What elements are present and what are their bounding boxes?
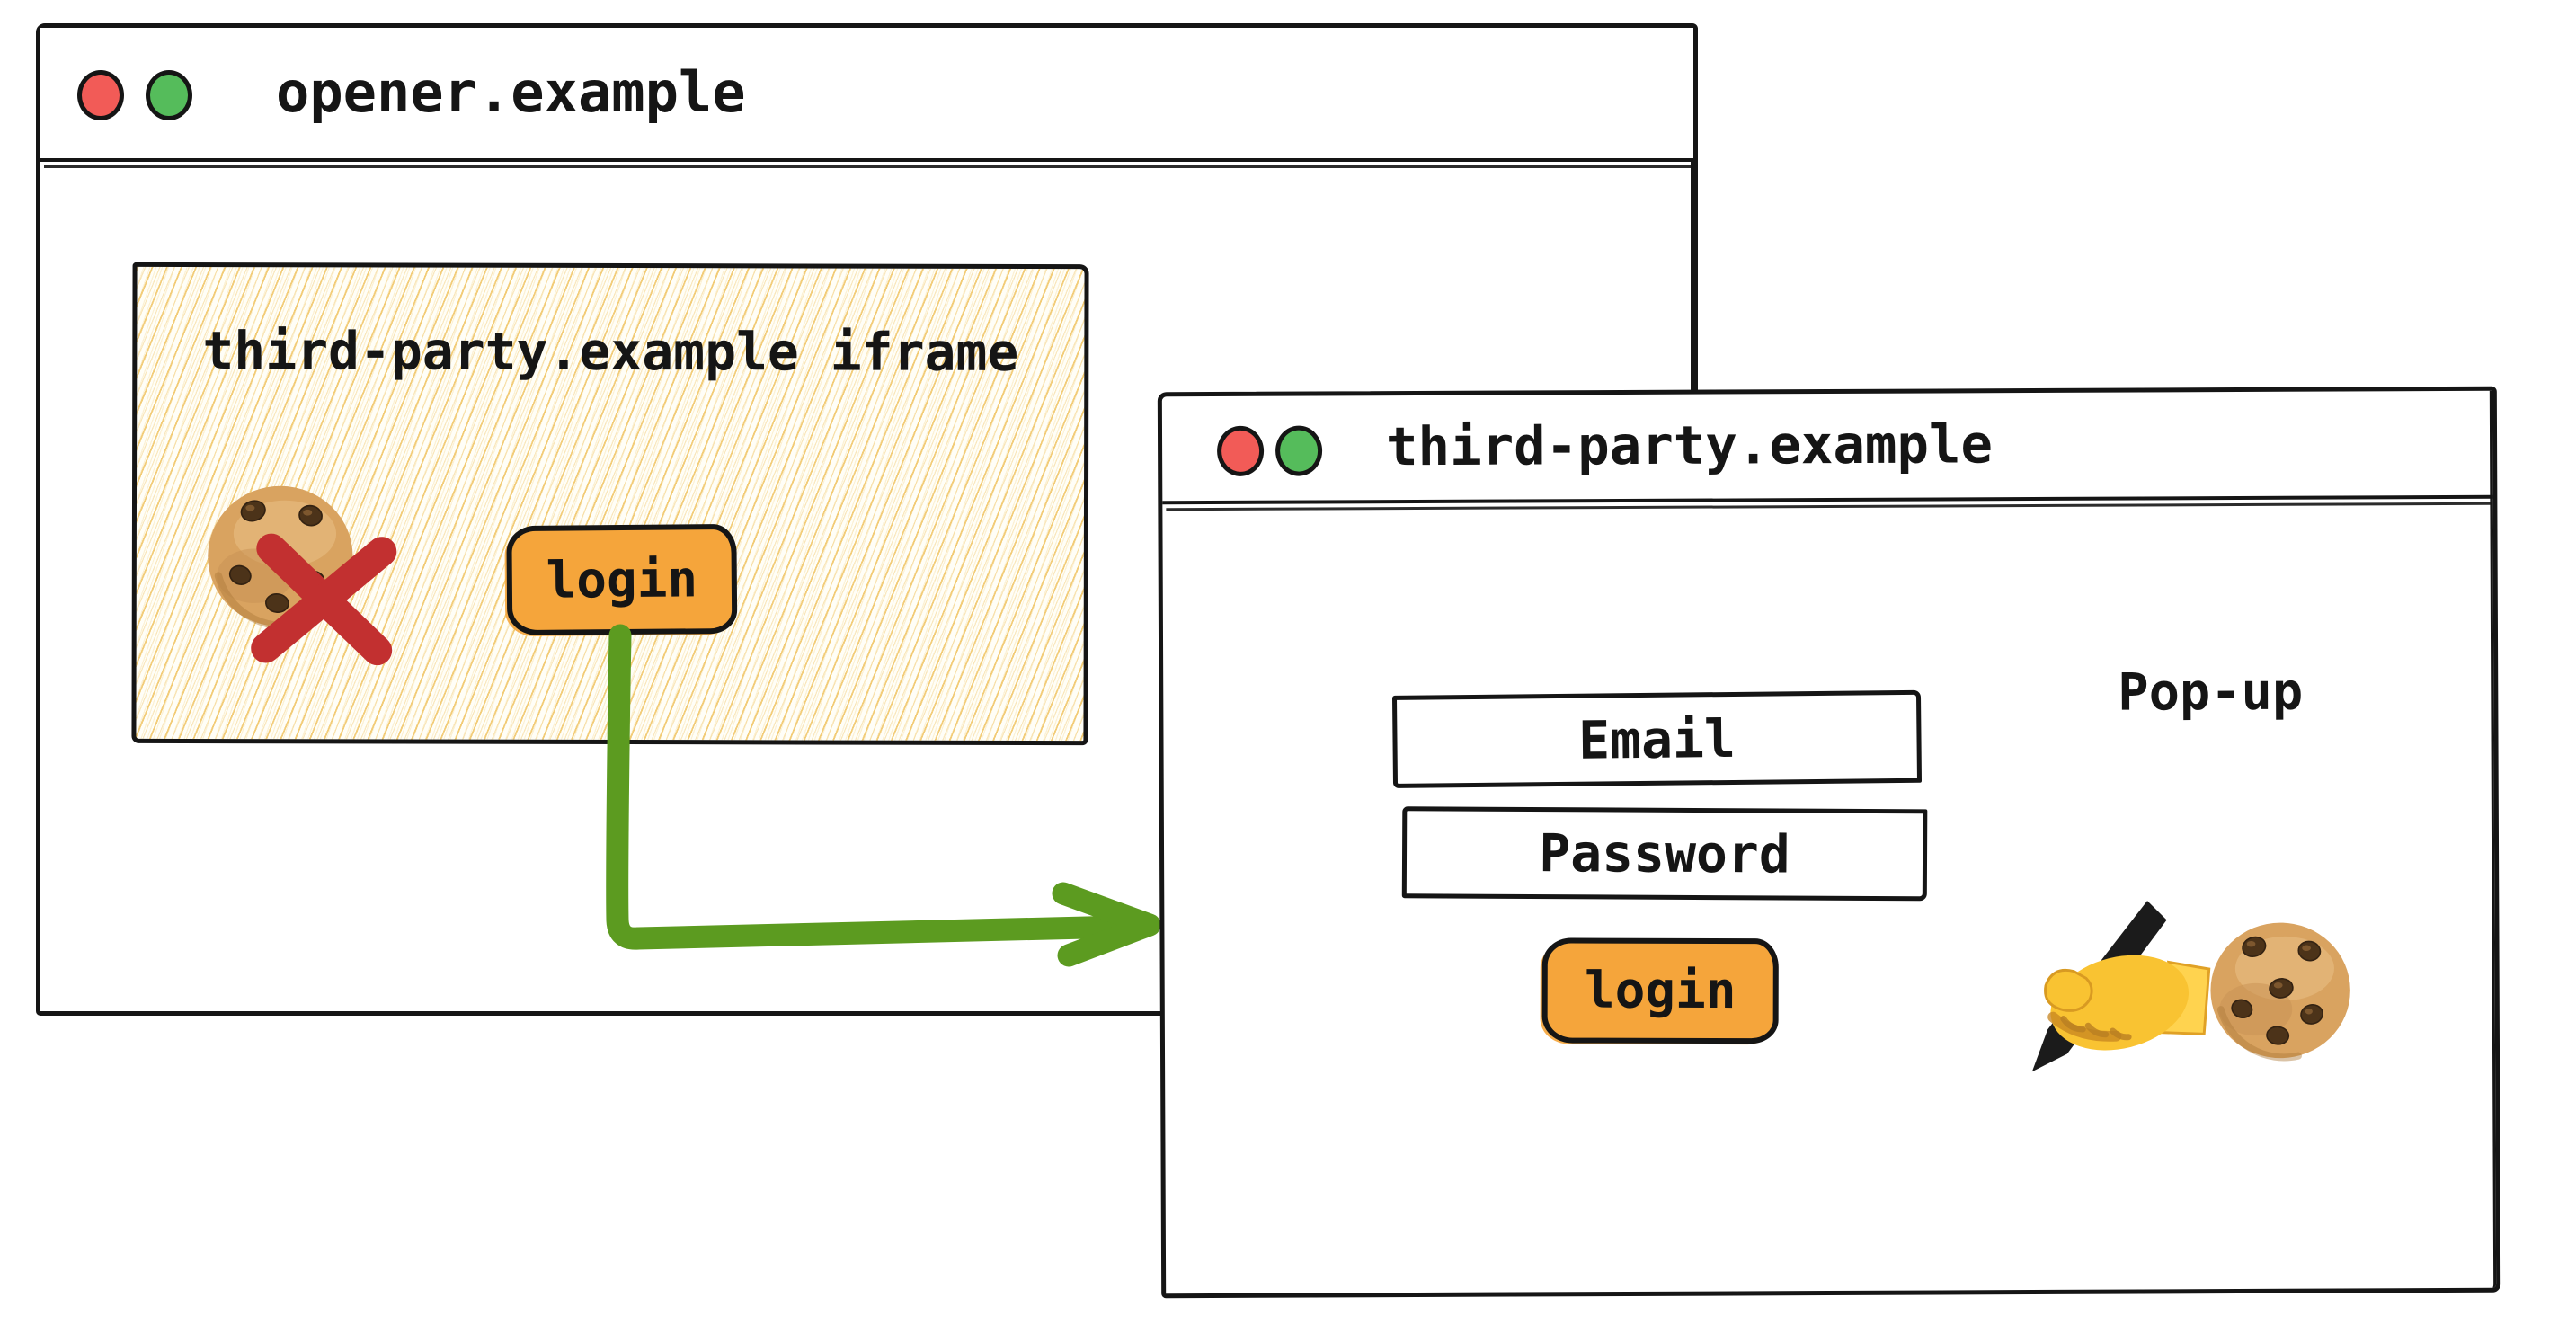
popup-titlebar: third-party.example (1161, 390, 2493, 505)
popup-label: Pop-up (2118, 662, 2304, 723)
iframe-login-button[interactable]: login (506, 523, 738, 636)
email-field[interactable]: Email (1391, 689, 1923, 788)
maximize-window-icon[interactable] (146, 70, 192, 120)
cookie-icon (2201, 910, 2360, 1069)
password-field-label: Password (1539, 822, 1790, 885)
third-party-iframe: third-party.example iframe (131, 262, 1089, 746)
red-cross-icon (251, 533, 397, 666)
opener-window-title: opener.example (276, 58, 746, 125)
popup-login-button[interactable]: login (1541, 937, 1779, 1044)
writing-hand-icon (2031, 901, 2211, 1072)
close-window-icon[interactable] (1216, 425, 1265, 476)
password-field[interactable]: Password (1401, 806, 1928, 902)
blocked-cookie-icon (208, 486, 353, 627)
popup-login-button-label: login (1584, 961, 1737, 1021)
iframe-login-button-label: login (546, 549, 698, 610)
iframe-label: third-party.example iframe (202, 320, 1019, 383)
close-window-icon[interactable] (77, 70, 124, 120)
popup-window-title: third-party.example (1385, 413, 1994, 478)
popup-browser-window: third-party.example Pop-up Email Passwor… (1157, 386, 2501, 1299)
opener-titlebar: opener.example (40, 28, 1693, 168)
maximize-window-icon[interactable] (1275, 425, 1323, 476)
email-field-label: Email (1577, 707, 1737, 771)
